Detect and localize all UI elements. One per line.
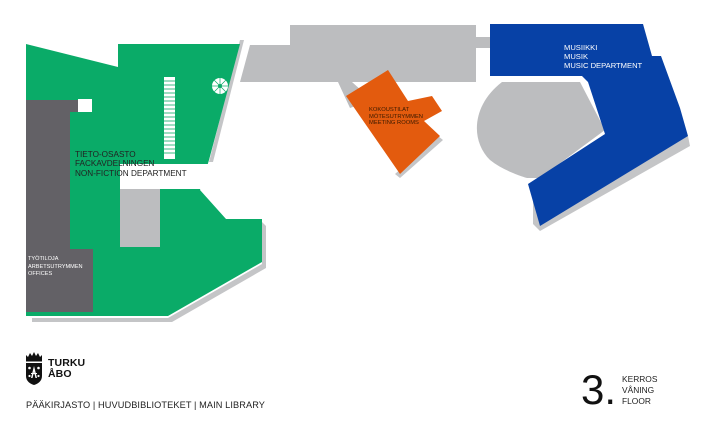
- brand-line: TURKU: [48, 357, 86, 370]
- floor-word: KERROS: [622, 374, 658, 384]
- floor-number: 3.: [581, 366, 617, 413]
- city-crest-icon: [26, 352, 42, 385]
- label-line: FACKAVDELNINGEN: [75, 159, 155, 169]
- meeting-rooms-area: [346, 70, 442, 174]
- non-fiction-area: [26, 44, 262, 316]
- label-line: MUSIIKKI: [564, 43, 598, 52]
- label-line: MEETING ROOMS: [369, 120, 419, 127]
- label-line: TIETO-OSASTO: [75, 150, 136, 159]
- music-area: [476, 24, 688, 226]
- turku-abo-logo: TURKU ÅBO: [25, 352, 85, 386]
- label-line: OFFICES: [28, 271, 53, 278]
- music-department-label: MUSIIKKI MUSIK MUSIC DEPARTMENT: [564, 43, 642, 70]
- corridor: [240, 25, 492, 108]
- label-line: ARBETSUTRYMMEN: [28, 263, 83, 270]
- offices-label: TYÖTILOJA ARBETSUTRYMMEN OFFICES: [28, 256, 83, 279]
- floor-word: FLOOR: [622, 396, 651, 407]
- stairs-icon: [164, 77, 175, 159]
- meeting-rooms-label: KOKOUSTILAT MÖTESUTRYMMEN MEETING ROOMS: [369, 107, 423, 127]
- offices-area: [26, 100, 93, 312]
- floor-word: VÅNING: [622, 385, 655, 396]
- floor-label: KERROS VÅNING FLOOR: [622, 374, 657, 407]
- floor-indicator: 3. KERROS VÅNING FLOOR: [581, 366, 657, 413]
- label-line: KOKOUSTILAT: [369, 107, 410, 113]
- library-subtitle: PÄÄKIRJASTO | HUVUDBIBLIOTEKET | MAIN LI…: [26, 400, 266, 410]
- spiral-stairs-icon: [212, 78, 228, 94]
- label-line: NON-FICTION DEPARTMENT: [75, 168, 187, 178]
- non-fiction-label: TIETO-OSASTO FACKAVDELNINGEN NON-FICTION…: [75, 150, 187, 178]
- brand-line: ÅBO: [48, 368, 72, 380]
- label-line: TYÖTILOJA: [28, 256, 59, 262]
- label-line: MÖTESUTRYMMEN: [369, 113, 423, 120]
- floor-plan-map: [26, 24, 690, 322]
- shadows: [32, 40, 690, 322]
- label-line: MUSIC DEPARTMENT: [564, 61, 643, 71]
- label-line: MUSIK: [564, 52, 589, 62]
- brand-name: TURKU ÅBO: [48, 358, 85, 379]
